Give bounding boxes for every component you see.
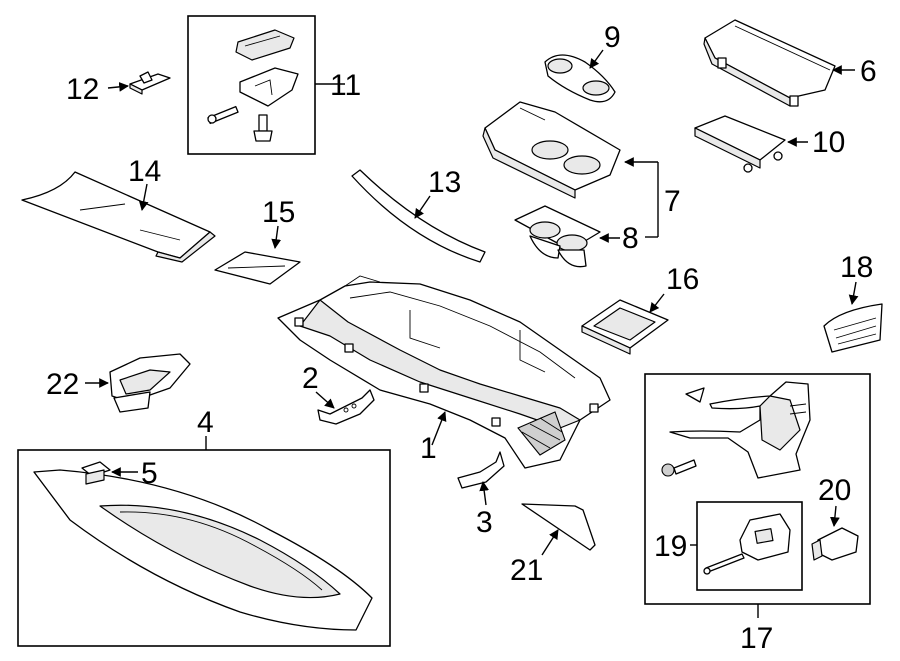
callout-13: 13 xyxy=(428,166,461,199)
group-box-19 xyxy=(696,501,803,591)
part-9 xyxy=(544,54,616,103)
callout-20: 20 xyxy=(818,474,851,507)
callout-5: 5 xyxy=(141,457,158,490)
callout-21: 21 xyxy=(510,554,543,587)
callout-2: 2 xyxy=(302,362,319,395)
part-10 xyxy=(694,115,786,173)
callout-1: 1 xyxy=(420,432,437,465)
callout-14: 14 xyxy=(128,155,161,188)
callout-10: 10 xyxy=(812,126,845,159)
part-12 xyxy=(129,71,171,95)
part-8 xyxy=(514,205,601,268)
group-box-11 xyxy=(187,15,316,155)
part-1-console xyxy=(277,275,611,469)
part-3 xyxy=(457,451,505,489)
callout-15: 15 xyxy=(262,196,295,229)
part-6 xyxy=(703,19,836,107)
callout-9: 9 xyxy=(604,21,621,54)
part-19 xyxy=(703,513,791,575)
callout-16: 16 xyxy=(666,263,699,296)
part-22 xyxy=(109,353,191,413)
part-20 xyxy=(811,527,859,561)
callout-18: 18 xyxy=(840,251,873,284)
callout-22: 22 xyxy=(46,368,79,401)
part-21 xyxy=(521,503,596,551)
part-4-trim xyxy=(33,469,373,631)
callout-12: 12 xyxy=(66,73,99,106)
callout-17: 17 xyxy=(740,622,773,655)
callout-11: 11 xyxy=(330,69,361,102)
callout-4: 4 xyxy=(197,406,214,439)
part-7 xyxy=(482,101,621,199)
group-box-4 xyxy=(17,449,391,647)
part-13 xyxy=(351,169,486,263)
callout-7: 7 xyxy=(664,185,681,218)
part-16 xyxy=(581,299,669,355)
callout-8: 8 xyxy=(622,222,639,255)
part-14 xyxy=(21,171,216,263)
part-18 xyxy=(823,303,883,353)
part-2 xyxy=(317,389,375,425)
callout-19: 19 xyxy=(654,530,687,563)
part-17-assembly xyxy=(661,381,811,479)
part-5 xyxy=(81,461,111,485)
callout-6: 6 xyxy=(860,55,877,88)
part-11-assembly xyxy=(207,29,299,142)
part-15 xyxy=(214,251,301,285)
callout-3: 3 xyxy=(476,506,493,539)
